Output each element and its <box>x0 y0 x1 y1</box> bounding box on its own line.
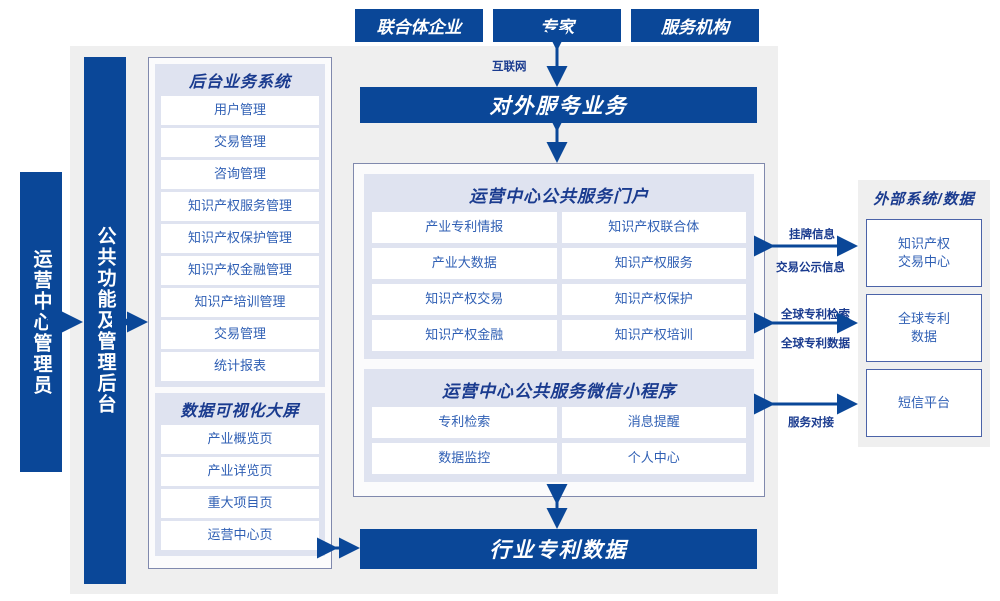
external-box-global-patent-data[interactable]: 全球专利 数据 <box>866 294 982 362</box>
external-box-sms-platform[interactable]: 短信平台 <box>866 369 982 437</box>
external-arrow-label-global-patent-search: 全球专利检索 <box>781 309 850 321</box>
backend-item[interactable]: 知识产权服务管理 <box>161 192 319 221</box>
backend-item[interactable]: 咨询管理 <box>161 160 319 189</box>
top-actor-service-org[interactable]: 服务机构 <box>631 9 759 42</box>
portal-item[interactable]: 知识产权保护 <box>561 284 746 315</box>
data-visualization-title: 数据可视化大屏 <box>180 403 300 420</box>
backend-item[interactable]: 知识产权保护管理 <box>161 224 319 253</box>
miniprogram-panel: 运营中心公共服务微信小程序 专利检索 消息提醒 数据监控 个人中心 <box>364 369 754 482</box>
data-visualization-panel: 数据可视化大屏 产业概览页 产业详览页 重大项目页 运营中心页 <box>155 393 325 556</box>
external-arrow-label-global-patent-data: 全球专利数据 <box>781 338 850 350</box>
top-actor-label: 联合体企业 <box>376 18 462 37</box>
backend-outer-container: 后台业务系统 用户管理 交易管理 咨询管理 知识产权服务管理 知识产权保护管理 … <box>148 57 332 569</box>
backend-item[interactable]: 统计报表 <box>161 352 319 381</box>
role-label: 公共功能及管理后台 <box>94 226 116 415</box>
industry-patent-data-bar[interactable]: 行业专利数据 <box>360 529 757 569</box>
role-operation-center-admin[interactable]: 运营中心管理员 <box>20 172 62 472</box>
external-box-ip-trading-center[interactable]: 知识产权 交易中心 <box>866 219 982 287</box>
backend-system-panel: 后台业务系统 用户管理 交易管理 咨询管理 知识产权服务管理 知识产权保护管理 … <box>155 64 325 387</box>
external-arrow-label-listing-info: 挂牌信息 <box>789 229 835 241</box>
dataviz-item[interactable]: 产业概览页 <box>161 425 319 454</box>
external-systems-panel: 外部系统/数据 知识产权 交易中心 全球专利 数据 短信平台 <box>858 180 990 447</box>
center-outer-container: 运营中心公共服务门户 产业专利情报 知识产权联合体 产业大数据 知识产权服务 知… <box>353 163 765 497</box>
miniprogram-item[interactable]: 消息提醒 <box>561 407 746 438</box>
external-arrow-label-trade-public-info: 交易公示信息 <box>776 262 845 274</box>
portal-item[interactable]: 知识产权培训 <box>561 320 746 351</box>
external-service-label: 对外服务业务 <box>489 95 628 118</box>
role-label: 运营中心管理员 <box>30 248 52 396</box>
miniprogram-item[interactable]: 个人中心 <box>561 443 746 474</box>
miniprogram-title: 运营中心公共服务微信小程序 <box>442 382 676 401</box>
portal-panel: 运营中心公共服务门户 产业专利情报 知识产权联合体 产业大数据 知识产权服务 知… <box>364 174 754 359</box>
miniprogram-grid: 专利检索 消息提醒 数据监控 个人中心 <box>372 407 746 474</box>
top-actor-label: 专家 <box>540 18 574 37</box>
portal-item[interactable]: 知识产权金融 <box>372 320 557 351</box>
portal-item[interactable]: 产业专利情报 <box>372 212 557 243</box>
backend-item[interactable]: 用户管理 <box>161 96 319 125</box>
role-public-function-backend[interactable]: 公共功能及管理后台 <box>84 57 126 584</box>
portal-item[interactable]: 知识产权联合体 <box>561 212 746 243</box>
external-service-bar[interactable]: 对外服务业务 <box>360 87 757 123</box>
top-actor-label: 服务机构 <box>661 18 729 37</box>
dataviz-item[interactable]: 运营中心页 <box>161 521 319 550</box>
internet-label: 互联网 <box>492 61 527 73</box>
portal-item[interactable]: 知识产权服务 <box>561 248 746 279</box>
portal-grid: 产业专利情报 知识产权联合体 产业大数据 知识产权服务 知识产权交易 知识产权保… <box>372 212 746 351</box>
industry-patent-data-label: 行业专利数据 <box>489 539 628 562</box>
portal-item[interactable]: 知识产权交易 <box>372 284 557 315</box>
dataviz-item[interactable]: 重大项目页 <box>161 489 319 518</box>
backend-item[interactable]: 知识产权金融管理 <box>161 256 319 285</box>
backend-item[interactable]: 交易管理 <box>161 320 319 349</box>
miniprogram-item[interactable]: 数据监控 <box>372 443 557 474</box>
external-arrow-label-service-docking: 服务对接 <box>788 417 834 429</box>
top-actor-union-enterprise[interactable]: 联合体企业 <box>355 9 483 42</box>
top-actor-expert[interactable]: 专家 <box>493 9 621 42</box>
backend-item[interactable]: 知识产培训管理 <box>161 288 319 317</box>
external-systems-title: 外部系统/数据 <box>873 191 975 208</box>
backend-item[interactable]: 交易管理 <box>161 128 319 157</box>
dataviz-item[interactable]: 产业详览页 <box>161 457 319 486</box>
portal-title: 运营中心公共服务门户 <box>469 187 649 206</box>
miniprogram-item[interactable]: 专利检索 <box>372 407 557 438</box>
backend-system-title: 后台业务系统 <box>188 74 291 91</box>
portal-item[interactable]: 产业大数据 <box>372 248 557 279</box>
